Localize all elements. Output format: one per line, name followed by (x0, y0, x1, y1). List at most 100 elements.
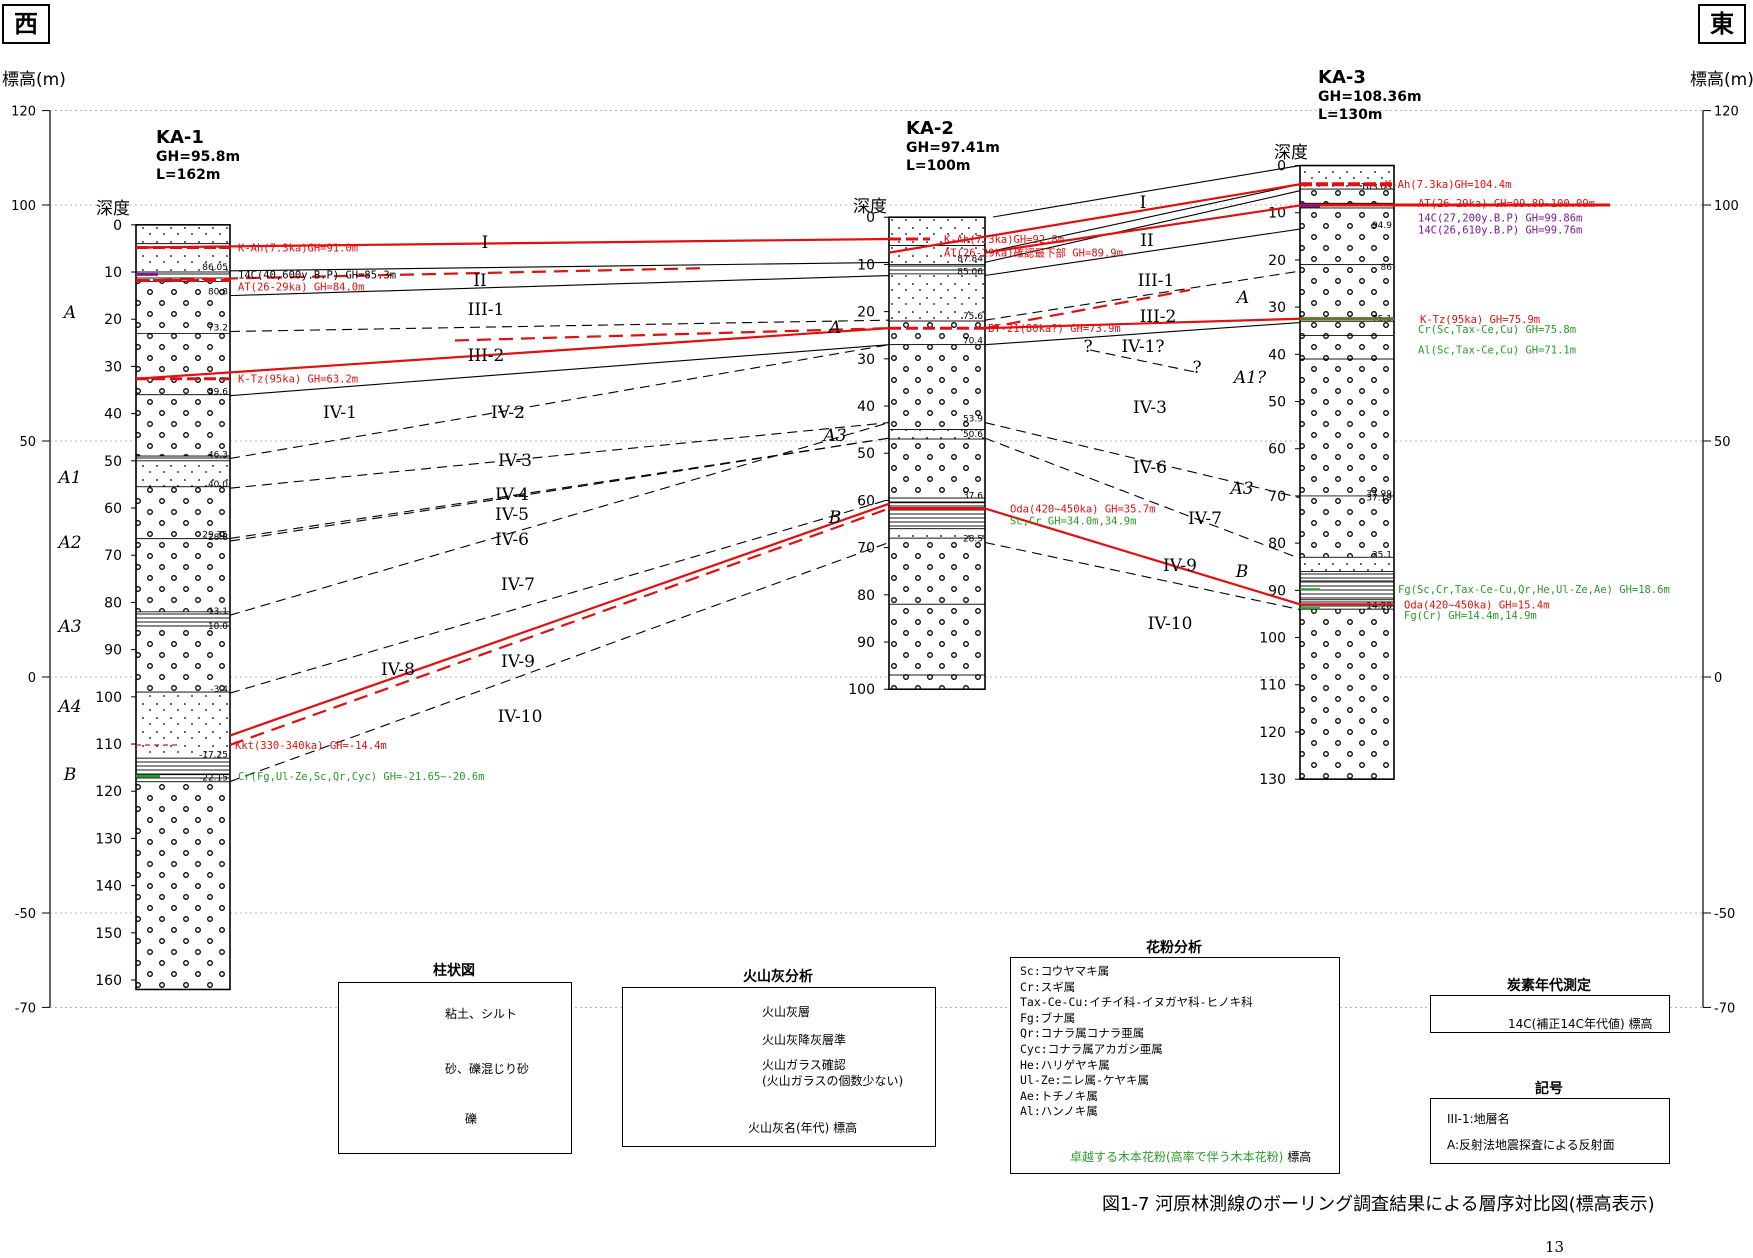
lithology-segment (888, 537, 986, 605)
legend-pollen (1010, 957, 1340, 1174)
boundary-elevation: 28.8 (208, 533, 228, 543)
axis-tick-label: -70 (1714, 1001, 1735, 1016)
axis-tick-label: -70 (15, 1001, 36, 1016)
borehole-annotation: BT-21(80ka?) GH=73.9m (988, 323, 1121, 335)
west-label: 西 (2, 4, 50, 44)
unit-label: IV-1? (1121, 337, 1164, 357)
depth-tick-label: 70 (857, 541, 875, 557)
unit-label: IV-2 (491, 403, 525, 423)
depth-tick-label: 0 (1277, 159, 1286, 175)
reflector-label: B (63, 765, 77, 785)
ash-correlation-line (888, 183, 1301, 254)
right-axis-label: 標高(m) (1690, 70, 1753, 90)
reflector-label: A1? (1232, 368, 1267, 388)
unit-label: IV-6 (495, 530, 529, 550)
unit-label: II (1140, 231, 1153, 251)
lithology-segment (888, 502, 986, 530)
borehole-length: L=100m (906, 158, 971, 174)
legend-ash-title: 火山灰分析 (743, 969, 813, 985)
legend-ash-name-label: 火山灰名(年代) 標高 (748, 1119, 857, 1136)
correlation-line (984, 183, 1301, 254)
reflector-label: A (827, 318, 841, 338)
lithology-segment (135, 394, 231, 457)
unit-label: IV-6 (1133, 458, 1167, 478)
boundary-elevation: 87.84 (957, 254, 983, 264)
boundary-elevation: 80.8 (208, 288, 228, 298)
boundary-elevation: 94.9 (1372, 221, 1392, 231)
lithology-segment (1299, 207, 1395, 266)
legend-pollen-title: 花粉分析 (1146, 940, 1202, 956)
pollen-item: Al:ハンノキ属 (1020, 1104, 1098, 1119)
reflector-label: B (1235, 562, 1249, 582)
borehole-name: KA-1 (156, 127, 204, 148)
reflector-label: A3 (56, 617, 81, 637)
page-number: 13 (1545, 1238, 1565, 1256)
unit-label: IV-4 (495, 485, 529, 505)
lithology-segment (135, 781, 231, 990)
lithology-segment (888, 273, 986, 322)
correlation-line (984, 437, 1301, 560)
reflector-label: A2 (56, 533, 81, 553)
borehole-annotation: 14C(40,600y.B.P) GH=85.3m (238, 269, 396, 281)
boundary-elevation: 37.99 (1366, 490, 1392, 500)
borehole-annotation: Cr(Sc,Tax-Ce,Cu) GH=75.8m (1418, 324, 1576, 336)
pollen-item: Qr:コナラ属コナラ亜属 (1020, 1026, 1145, 1041)
boundary-elevation: 73.2 (208, 323, 228, 333)
axis-tick-label: 120 (1714, 105, 1739, 120)
axis-tick-label: -50 (15, 907, 36, 922)
borehole-ka1-header: KA-1 GH=95.8m L=162m (156, 127, 240, 184)
correlation-line (229, 319, 890, 333)
correlation-line (984, 422, 1301, 499)
correlation-line (229, 344, 890, 460)
depth-tick-label: 70 (1268, 489, 1286, 505)
borehole-annotation: K-Ah(7.3ka)GH=92.8m (944, 234, 1064, 246)
depth-tick-label: 10 (857, 257, 875, 273)
borehole-annotation: Sc,Cr GH=34.0m,34.9m (1010, 516, 1136, 528)
correlation-line (229, 499, 890, 694)
depth-tick-label: 140 (95, 879, 122, 895)
correlation-line (229, 274, 890, 297)
depth-tick-label: 60 (104, 501, 122, 517)
boundary-elevation: 37.19 (1366, 493, 1392, 503)
unit-label: IV-7 (501, 575, 535, 595)
correlation-line (1089, 349, 1196, 373)
legend-column-title: 柱状図 (433, 963, 475, 979)
depth-label-ka1: 深度 (96, 199, 130, 219)
axis-tick-label: 120 (11, 105, 36, 120)
ash-fall-line (229, 507, 890, 747)
legend-carbon (1430, 995, 1670, 1033)
boundary-elevation: 28.5 (963, 534, 983, 544)
depth-tick-label: 20 (1268, 253, 1286, 269)
pollen-item: Cr:スギ属 (1020, 979, 1076, 994)
unit-label: III-1 (468, 300, 505, 320)
legend-ash-name-text: 火山灰名(年代) 標高 (748, 1121, 858, 1135)
lithology-segment (888, 603, 986, 676)
legend-carbon-label: 14C(補正14C年代値) 標高 (1508, 1017, 1653, 1031)
depth-tick-label: 30 (104, 359, 122, 375)
depth-label-ka3: 深度 (1274, 143, 1308, 163)
axis-tick-label: 100 (1714, 199, 1739, 214)
axis-tick-label: 50 (19, 435, 36, 450)
ash-fall-line (984, 288, 1191, 330)
boundary-elevation: 53.9 (963, 415, 983, 425)
unit-label: III-1 (1138, 271, 1175, 291)
depth-tick-label: 110 (1259, 678, 1286, 694)
borehole-annotation: AT(26-29ka)確認最下部 GH=89.9m (944, 247, 1123, 260)
pollen-item: Tax-Ce-Cu:イチイ科-イヌガヤ科-ヒノキ科 (1020, 995, 1253, 1010)
boundary-elevation: 29.35 (202, 530, 228, 540)
lithology-segment (1299, 495, 1395, 558)
depth-tick-label: 150 (95, 926, 122, 942)
lithology-segment (1299, 580, 1395, 601)
correlation-line (984, 270, 1301, 321)
ash-fall-line (454, 327, 890, 342)
legend-ash (622, 987, 936, 1147)
depth-tick-label: 20 (857, 305, 875, 321)
borehole-gh: GH=95.8m (156, 149, 241, 165)
correlation-line (984, 541, 1301, 611)
depth-tick-label: 100 (848, 682, 875, 698)
legend-clay-label: 粘土、シルト (445, 1007, 518, 1021)
lithology-segment (1299, 264, 1395, 322)
depth-tick-label: 20 (104, 312, 122, 328)
unit-label: ? (1083, 337, 1092, 357)
lithology-segment (1299, 608, 1395, 780)
